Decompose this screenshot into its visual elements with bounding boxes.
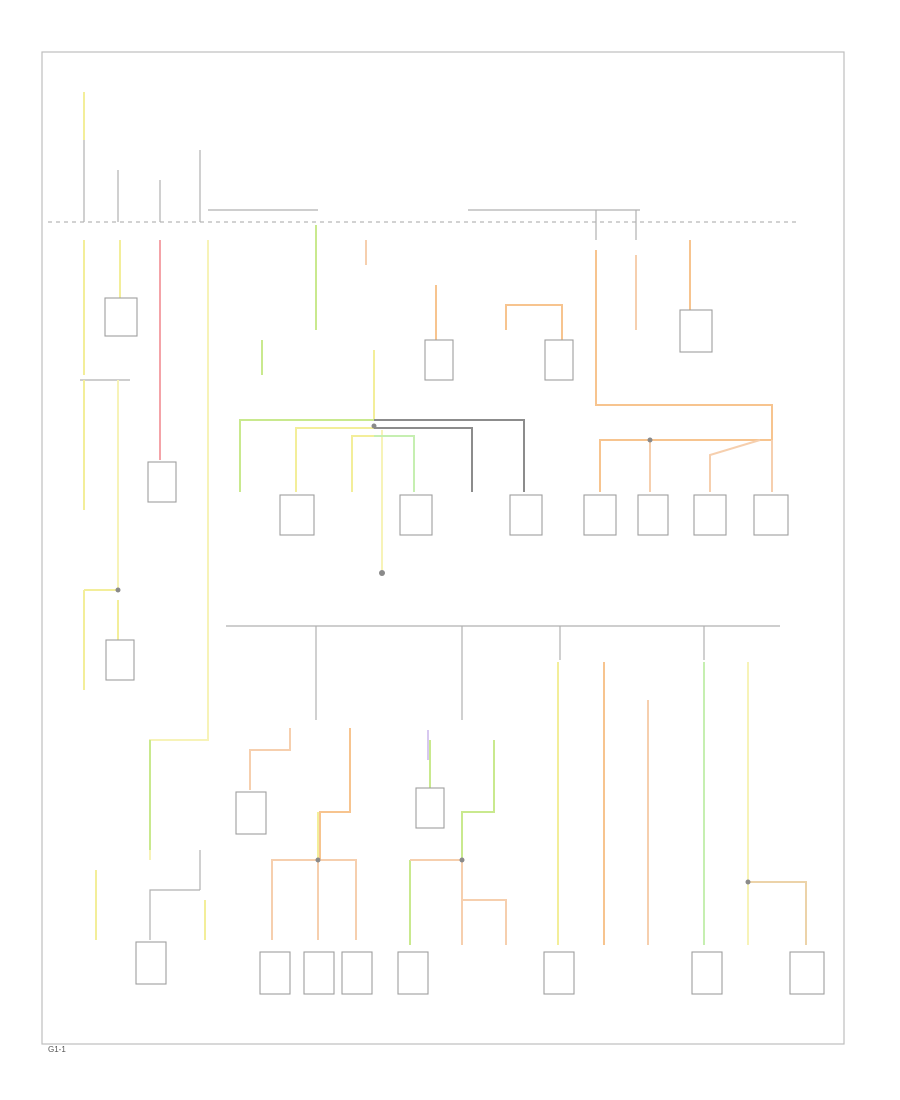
diagram-frame [41,51,845,1045]
battery-feed-group [83,92,201,222]
splice-dot-2 [371,423,377,429]
splice-dot-1 [379,570,385,576]
component-box-instrument-cluster [104,297,138,337]
splice-dot-7 [745,879,751,885]
splice-dot-5 [315,857,321,863]
splice-dot-3 [647,437,653,443]
right-upper-wires [595,210,773,492]
middle-row-components [279,494,789,536]
component-box-powertrain-module [147,461,177,503]
component-box-powertrain-control-2 [544,339,574,381]
lower-row-components [135,787,825,995]
splice-dot-6 [459,857,465,863]
component-box-airbag-module [105,639,135,681]
left-column-wires [80,240,209,940]
lower-left-misc-wires [149,850,206,940]
lower-feed-lines [315,626,705,720]
lower-wires [249,662,807,945]
component-box-instrument-cluster-right [679,309,713,353]
splice-dot-4 [115,587,121,593]
page-label: G1-1 [48,1045,66,1054]
middle-row-branches [239,419,525,570]
center-upper-wires [261,225,563,420]
component-box-powertrain-control-1 [424,339,454,381]
